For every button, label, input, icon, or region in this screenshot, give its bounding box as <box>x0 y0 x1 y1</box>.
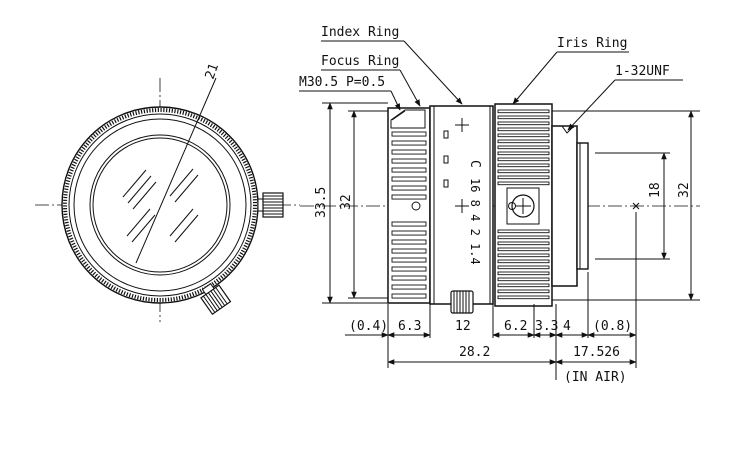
mount-thread <box>576 142 589 270</box>
label-thread: M30.5 P=0.5 <box>299 75 385 90</box>
knurl-rib <box>391 167 427 173</box>
knurl-rib <box>497 253 550 258</box>
knurl-rib <box>497 127 550 132</box>
knurl-rib <box>391 293 427 299</box>
front-ring-2 <box>68 113 252 297</box>
front-knurl-outer <box>61 106 259 304</box>
dim-d7: (0.8) <box>593 319 632 334</box>
knurl-rib <box>497 169 550 174</box>
knurl-rib <box>497 283 550 288</box>
knurl-rib <box>391 239 427 245</box>
bottom-lock-knob <box>450 290 474 314</box>
knurl-rib <box>391 158 427 164</box>
dim-d1: (0.4) <box>349 319 388 334</box>
knurl-rib <box>497 115 550 120</box>
knurl-rib <box>497 175 550 180</box>
front-ring-4 <box>89 134 231 276</box>
knurl-rib <box>497 157 550 162</box>
dim-d5: 3.3 <box>535 319 558 334</box>
knurl-rib <box>391 266 427 272</box>
knurl-rib <box>497 235 550 240</box>
knurl-rib <box>497 247 550 252</box>
label-focus-ring: Focus Ring <box>321 54 399 69</box>
side-screw-knob <box>257 192 284 218</box>
lower-screw-knob <box>200 283 232 316</box>
dim-d2: 6.3 <box>398 319 421 334</box>
dim-mount-diameter: 18 <box>648 182 663 198</box>
iris-ring-knurl <box>497 109 550 300</box>
knurl-rib <box>391 185 427 191</box>
front-glass <box>92 137 228 273</box>
focus-ring-knurl <box>391 131 427 299</box>
dim-d4: 6.2 <box>504 319 527 334</box>
vertical-dimensions: 33.5 32 32 18 <box>314 102 700 304</box>
knurl-rib <box>391 230 427 236</box>
knurl-rib <box>391 149 427 155</box>
knurl-rib <box>497 121 550 126</box>
dim-total-length: 28.2 <box>459 345 490 360</box>
side-view: C 16 8 4 2 1.4 <box>300 103 700 314</box>
knurl-rib <box>391 131 427 137</box>
knurl-rib <box>497 241 550 246</box>
dim-outer-diameter: 33.5 <box>314 187 329 218</box>
label-mount-thread: 1-32UNF <box>615 64 670 79</box>
knurl-rib <box>391 194 427 200</box>
label-index-ring: Index Ring <box>321 25 399 40</box>
knurl-rib <box>391 221 427 227</box>
knurl-rib <box>497 265 550 270</box>
knurl-rib <box>497 133 550 138</box>
knurl-rib <box>497 145 550 150</box>
aperture-scale: 16 8 4 2 1.4 <box>468 178 482 265</box>
knurl-rib <box>391 248 427 254</box>
dim-flange-note: (IN AIR) <box>564 370 627 385</box>
glass-reflection <box>122 168 199 243</box>
knurl-rib <box>497 163 550 168</box>
mount-flange <box>551 125 578 287</box>
knurl-rib <box>497 289 550 294</box>
front-diameter-label: 21 <box>203 62 222 82</box>
front-diameter-line <box>135 77 217 264</box>
knurl-rib <box>391 284 427 290</box>
knurl-rib <box>391 257 427 263</box>
front-knurl-texture <box>63 108 257 302</box>
knurl-rib <box>497 151 550 156</box>
knurl-rib <box>391 176 427 182</box>
knurl-rib <box>497 181 550 186</box>
front-ring-3 <box>73 118 247 292</box>
knurl-rib <box>497 259 550 264</box>
mount-mark: C <box>467 160 482 168</box>
callouts: Index Ring Focus Ring M30.5 P=0.5 Iris R… <box>299 25 683 131</box>
focus-ring-mark <box>411 201 421 211</box>
dim-ring-diameter: 32 <box>339 194 354 210</box>
knurl-rib <box>497 295 550 300</box>
dim-flange-diameter: 32 <box>677 182 692 198</box>
horizontal-dimensions: (0.4) 6.3 12 6.2 3.3 4 (0.8) 28.2 17.526… <box>345 212 637 385</box>
knurl-rib <box>497 139 550 144</box>
dim-d6: 4 <box>563 319 571 334</box>
focus-ring-body <box>387 107 431 304</box>
dim-d3: 12 <box>455 319 471 334</box>
dim-flange-back: 17.526 <box>573 345 620 360</box>
front-view: 21 <box>35 62 300 322</box>
knurl-rib <box>497 229 550 234</box>
knurl-rib <box>497 109 550 114</box>
label-iris-ring: Iris Ring <box>557 36 627 51</box>
knurl-rib <box>497 271 550 276</box>
knurl-rib <box>391 140 427 146</box>
knurl-rib <box>391 275 427 281</box>
knurl-rib <box>497 277 550 282</box>
